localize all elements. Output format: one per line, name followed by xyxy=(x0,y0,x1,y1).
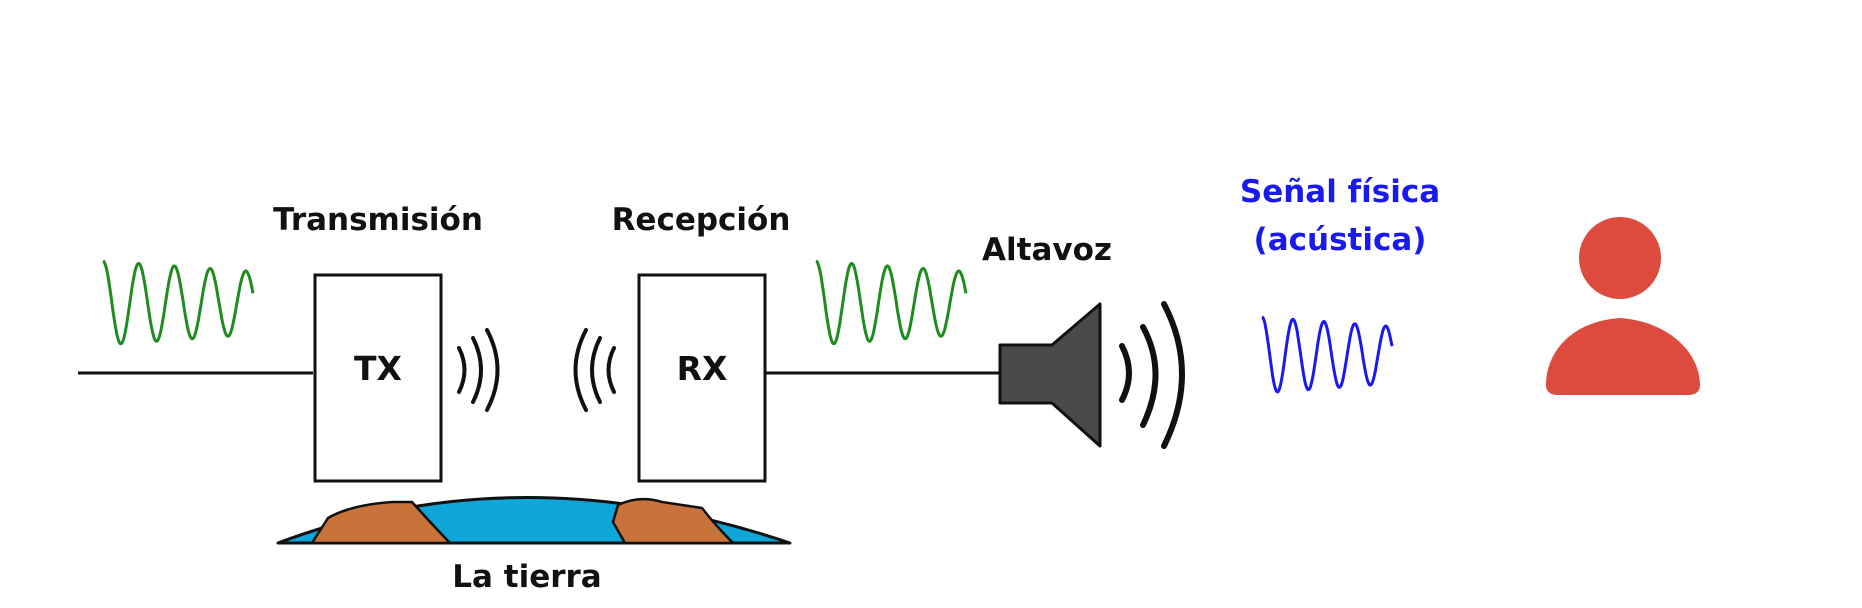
person-icon xyxy=(1546,217,1700,395)
reception-label: Recepción xyxy=(612,202,791,238)
tx-radio-waves-icon xyxy=(457,328,500,412)
physical-signal-sublabel: (acústica) xyxy=(1254,222,1427,258)
earth-land-right xyxy=(611,497,735,545)
sound-waves-icon xyxy=(1119,301,1185,449)
tx-block: TX xyxy=(313,273,443,483)
rx-block-label: RX xyxy=(677,349,728,388)
speaker-label: Altavoz xyxy=(982,232,1112,268)
earth-land-left xyxy=(310,500,452,545)
rx-radio-waves-icon xyxy=(573,328,616,412)
rx-block: RX xyxy=(637,273,767,483)
output-wave-icon xyxy=(815,259,968,346)
tx-block-label: TX xyxy=(354,349,402,388)
speaker-icon xyxy=(998,302,1102,448)
earth-label: La tierra xyxy=(452,559,601,595)
earth-icon xyxy=(276,496,792,545)
physical-signal-label: Señal física xyxy=(1240,174,1440,210)
input-wave-icon xyxy=(102,259,255,346)
acoustic-wave-icon xyxy=(1261,315,1394,394)
transmission-label: Transmisión xyxy=(273,202,483,238)
